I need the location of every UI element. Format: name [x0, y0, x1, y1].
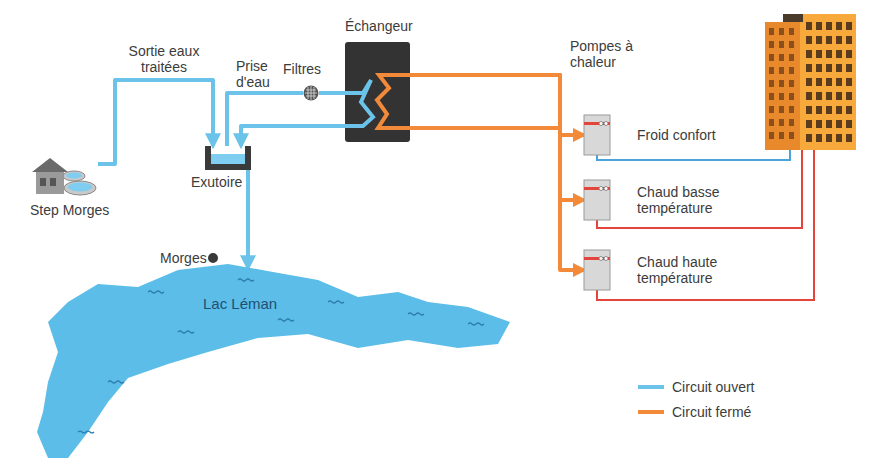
open-circuit-pipe	[241, 126, 345, 146]
legend-text: Circuit ouvert	[672, 379, 754, 395]
node-label: Lac Léman	[203, 296, 277, 312]
node-label: Froid confort	[637, 127, 762, 143]
closed-circuit-pipe	[410, 75, 584, 270]
annotation-label: Prise d'eau	[236, 58, 284, 90]
equipment-node: Filtres	[303, 85, 319, 101]
node-label: Filtres	[283, 61, 321, 77]
annotation-label: Morges	[160, 250, 207, 266]
node-shape	[345, 42, 410, 142]
legend-text: Circuit fermé	[672, 404, 751, 420]
node-shape	[28, 150, 98, 198]
node-shape	[303, 85, 319, 101]
cold-pipe	[597, 150, 790, 160]
heat-pump: Chaud basse température	[584, 180, 610, 220]
closed-circuit-pipe	[410, 75, 584, 200]
equipment-node: Échangeur	[345, 42, 410, 142]
open-circuit-pipe	[319, 91, 345, 95]
legend-line	[638, 385, 664, 389]
node-shape	[584, 115, 610, 155]
town-dot	[208, 253, 218, 263]
building	[765, 14, 856, 150]
node-label: Step Morges	[30, 202, 109, 218]
hot-pipe	[597, 150, 802, 228]
hot-pipe	[597, 150, 814, 300]
open-circuit-pipe	[246, 170, 250, 268]
legend-line	[638, 410, 664, 414]
node-shape	[584, 180, 610, 220]
lake-shape: Lac Léman	[28, 262, 518, 462]
node-label: Exutoire	[191, 174, 242, 190]
node-label: Échangeur	[345, 18, 413, 34]
annotation-label: Pompes à chaleur	[570, 38, 650, 70]
node-label: Chaud haute température	[637, 254, 762, 286]
edge-label: Sortie eaux traitées	[119, 43, 209, 75]
node-label: Chaud basse température	[637, 184, 762, 216]
return-pipe	[410, 126, 560, 130]
equipment-node: Exutoire	[205, 146, 251, 170]
open-circuit-pipe	[227, 93, 303, 146]
heat-pump: Chaud haute température	[584, 250, 610, 290]
open-circuit-pipe	[98, 80, 213, 164]
closed-circuit-pipe	[410, 75, 584, 135]
node-shape	[28, 262, 518, 462]
equipment-node: Step Morges	[28, 150, 98, 198]
node-shape	[584, 250, 610, 290]
heat-pump: Froid confort	[584, 115, 610, 155]
node-shape	[205, 146, 251, 170]
